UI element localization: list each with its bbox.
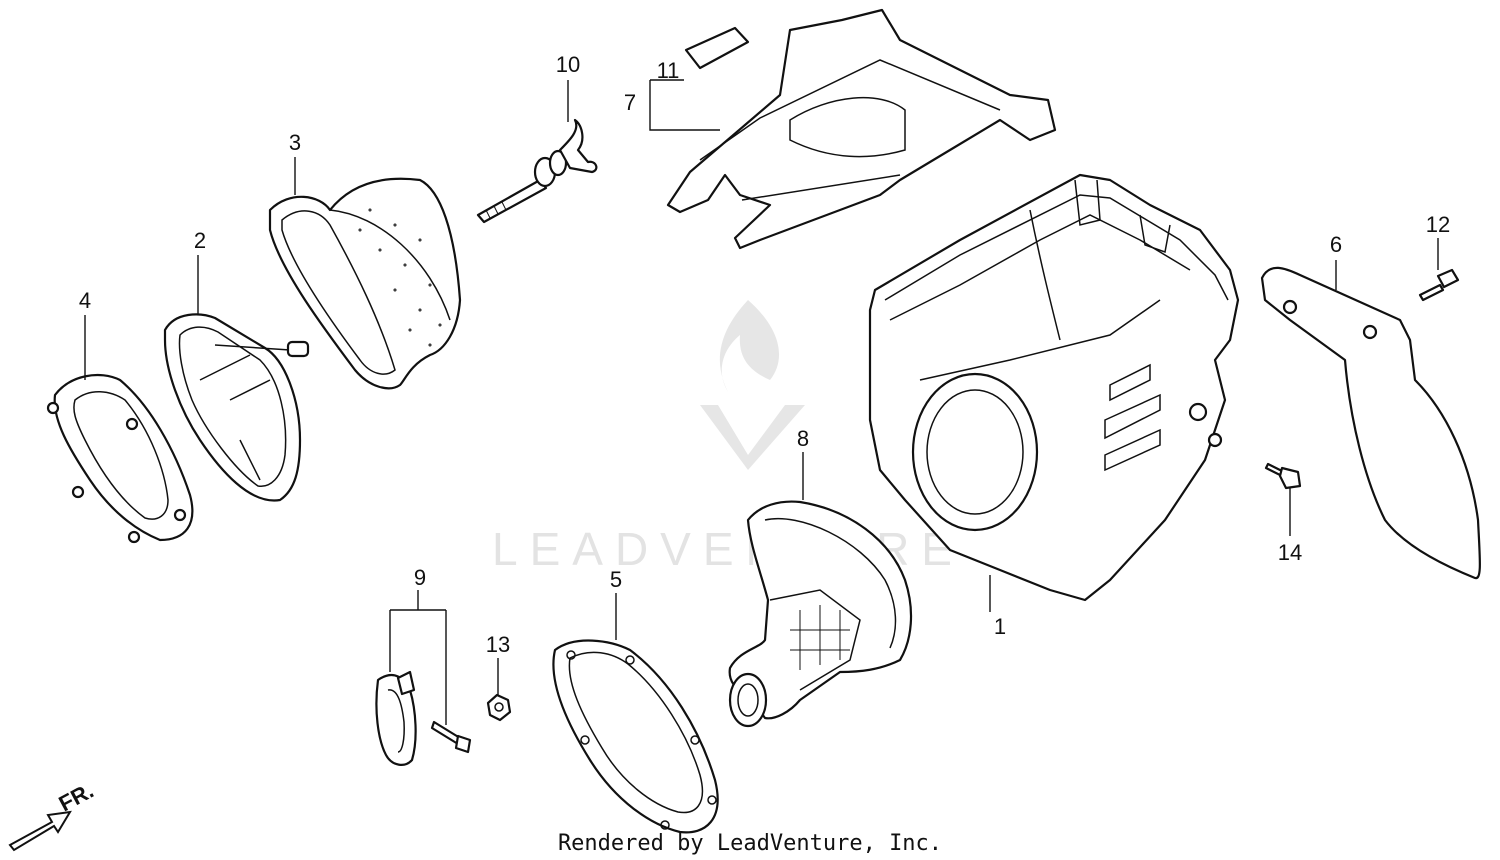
callout-6: 6	[1330, 232, 1342, 257]
callout-2: 2	[194, 228, 206, 253]
part-3-filter-element	[268, 177, 462, 390]
part-4-holder-plate	[46, 373, 194, 544]
part-1-air-box	[868, 173, 1240, 602]
part-14-bolt	[1264, 462, 1302, 490]
part-9-clamp	[375, 670, 417, 766]
callout-11: 11	[657, 58, 680, 83]
part-11-label	[684, 26, 750, 70]
callout-7: 7	[624, 90, 636, 115]
part-2-filter-cage	[163, 313, 310, 502]
callout-9: 9	[414, 565, 426, 590]
front-direction-arrow-icon: FR.	[8, 778, 98, 852]
callout-13: 13	[486, 632, 510, 657]
part-7-cover	[666, 8, 1057, 250]
leader-lines	[84, 79, 1439, 725]
callout-10: 10	[556, 52, 580, 77]
callout-4: 4	[79, 288, 91, 313]
callout-8: 8	[797, 426, 809, 451]
part-10-wing-bolt	[476, 118, 598, 224]
part-8-intake-boot	[728, 500, 913, 728]
callouts: 1 2 3 4 5 6 7 8 9 10 11 12 13 14	[79, 52, 1450, 657]
direction-label: FR.	[55, 778, 98, 817]
part-13-nut	[486, 693, 512, 722]
part-5-gasket	[552, 639, 719, 834]
part-6-shield	[1260, 266, 1481, 580]
callout-5: 5	[610, 567, 622, 592]
callout-1: 1	[994, 614, 1006, 639]
callout-12: 12	[1426, 212, 1450, 237]
part-12-bolt	[1418, 268, 1460, 302]
callout-3: 3	[289, 130, 301, 155]
footer-credit: Rendered by LeadVenture, Inc.	[558, 831, 942, 856]
part-9-screw	[430, 720, 472, 754]
callout-14: 14	[1278, 540, 1302, 565]
